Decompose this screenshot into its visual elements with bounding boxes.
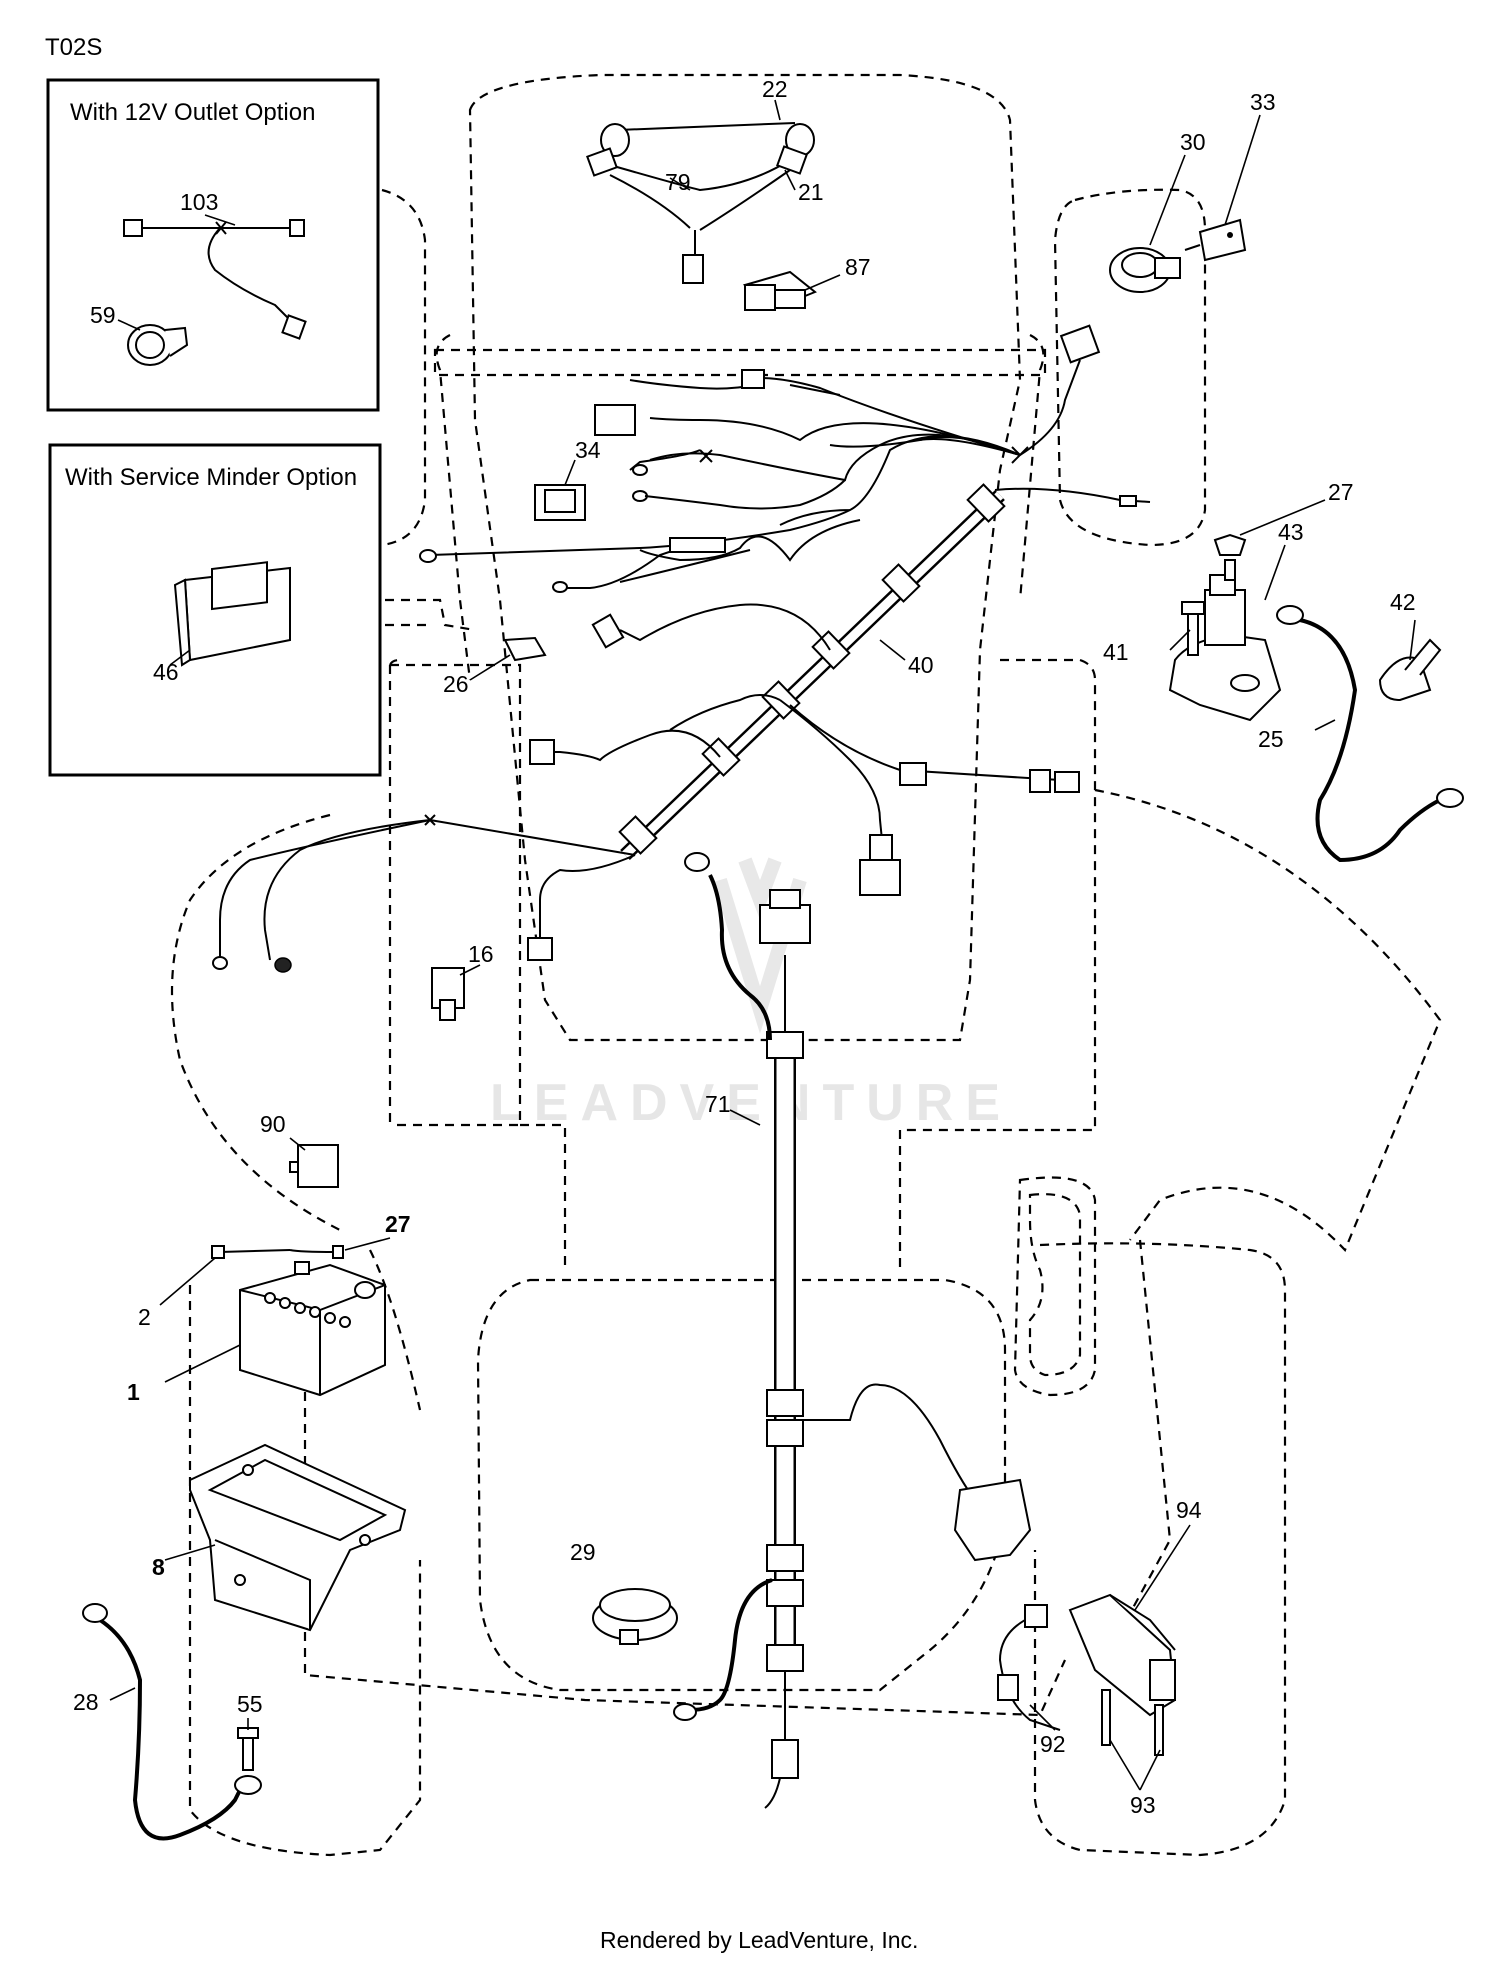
battery-1 <box>239 1261 386 1397</box>
diagram-id: T02S <box>45 34 102 61</box>
callout-42: 42 <box>1390 589 1416 615</box>
chassis-outline <box>170 73 1442 1857</box>
ignition-switch-30 <box>1109 247 1181 293</box>
callout-41: 41 <box>1103 639 1129 665</box>
inset-12v-outlet: With 12V Outlet Option <box>46 78 380 412</box>
callout-27-lower: 27 <box>385 1211 411 1237</box>
callout-16: 16 <box>468 941 494 967</box>
solenoid-43 <box>1168 533 1282 722</box>
callout-103: 103 <box>180 189 218 215</box>
callout-59: 59 <box>90 302 116 328</box>
callout-labels: 103 59 46 22 79 21 87 30 33 34 27 43 42 … <box>73 76 1416 1818</box>
callout-87: 87 <box>845 254 871 280</box>
callout-43: 43 <box>1278 519 1304 545</box>
callout-1: 1 <box>127 1379 140 1405</box>
callout-8: 8 <box>152 1554 165 1580</box>
controller-94 <box>1068 1593 1177 1717</box>
callout-40: 40 <box>908 652 934 678</box>
watermark: LEADVENTURE <box>490 1074 1012 1132</box>
callout-46: 46 <box>153 659 179 685</box>
callout-93: 93 <box>1130 1792 1156 1818</box>
callout-25: 25 <box>1258 726 1284 752</box>
main-harness <box>212 324 1151 973</box>
callout-90: 90 <box>260 1111 286 1137</box>
leader-lines <box>109 99 1416 1791</box>
callout-21: 21 <box>798 179 824 205</box>
bolt-55 <box>237 1727 259 1771</box>
harness-71 <box>673 852 1032 1809</box>
callout-22: 22 <box>762 76 788 102</box>
battery-tray-8 <box>189 1443 407 1632</box>
callout-26: 26 <box>443 671 469 697</box>
callout-28: 28 <box>73 1689 99 1715</box>
callout-34: 34 <box>575 437 601 463</box>
callout-71: 71 <box>705 1091 731 1117</box>
callout-79: 79 <box>665 169 691 195</box>
footer-credit: Rendered by LeadVenture, Inc. <box>600 1927 918 1953</box>
inset-service-minder: With Service Minder Option <box>48 443 382 777</box>
fuse-26 <box>503 636 547 662</box>
bolt-2-nut-27 <box>211 1245 344 1259</box>
callout-30: 30 <box>1180 129 1206 155</box>
headlight-harness <box>586 122 815 284</box>
key-33 <box>1184 218 1247 262</box>
switch-34 <box>534 484 586 521</box>
cable-25 <box>1276 605 1464 863</box>
callout-92: 92 <box>1040 1731 1066 1757</box>
callout-94: 94 <box>1176 1497 1202 1523</box>
switch-16 <box>431 967 465 1021</box>
callout-33: 33 <box>1250 89 1276 115</box>
screws-93 <box>1101 1689 1164 1756</box>
relay-90 <box>289 1144 339 1188</box>
callout-2: 2 <box>138 1304 151 1330</box>
harness-92 <box>997 1604 1061 1731</box>
boot-42 <box>1378 638 1442 702</box>
inset-title-service-minder: With Service Minder Option <box>65 464 357 491</box>
callout-27-upper: 27 <box>1328 479 1354 505</box>
inset-title-12v-outlet: With 12V Outlet Option <box>70 99 315 126</box>
grommet-29 <box>592 1588 678 1645</box>
seat-switch-87 <box>742 270 817 311</box>
callout-55: 55 <box>237 1691 263 1717</box>
cable-28 <box>82 1603 262 1841</box>
callout-29: 29 <box>570 1539 596 1565</box>
